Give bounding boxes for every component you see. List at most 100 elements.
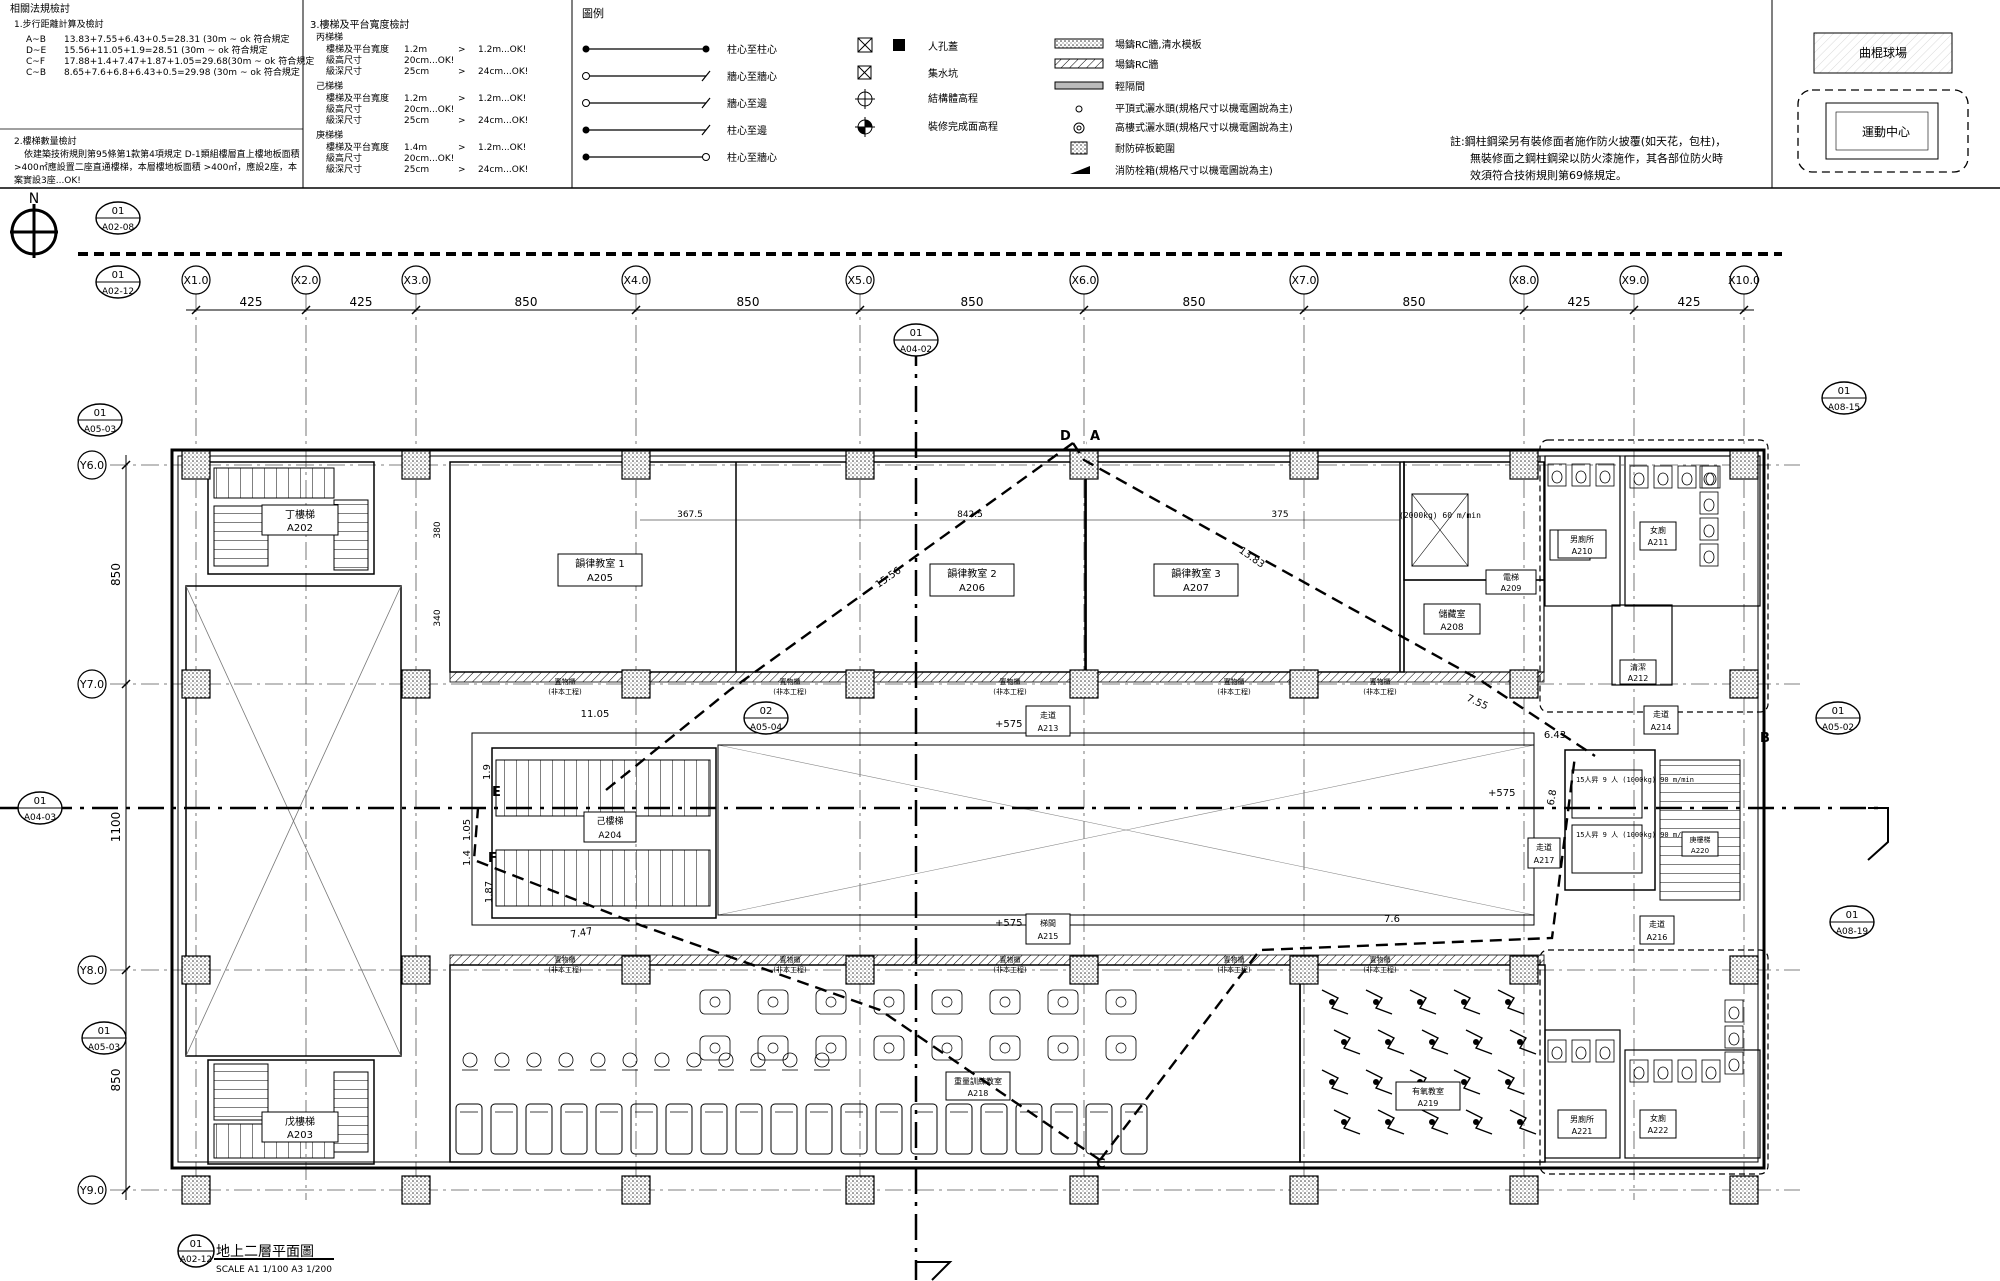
stair-row-result: 1.2m...OK! (478, 45, 526, 55)
shelf-label: 置物櫃 (555, 677, 576, 686)
exercise-machine (462, 1052, 478, 1068)
weight-machine (699, 1035, 731, 1061)
callout-sheet: A05-03 (84, 425, 116, 435)
atrium: 己樓梯 A204 走道 A213 梯間 A215 +575 +575 +575 (471, 705, 1535, 945)
escalator-stair (491, 747, 717, 919)
grid-bubble (401, 265, 431, 295)
grid-label-x: X6.0 (1071, 274, 1096, 287)
toilet-icon (1728, 1058, 1740, 1072)
spin-bike (1409, 989, 1437, 1015)
rc-fair-face-swatch (1054, 38, 1104, 49)
callout-sheet: A02-12 (102, 287, 134, 297)
stair-row-op: > (458, 116, 466, 126)
keyplan-building (1825, 102, 1939, 160)
room-code: A213 (1038, 724, 1059, 733)
structural-column (401, 955, 431, 985)
dim-tick (121, 1185, 131, 1195)
egress-distance: 13.83 (1237, 545, 1267, 570)
stairs-title: 3.樓梯及平台寬度檢討 (310, 18, 410, 31)
stair-row-key: 級深尺寸 (326, 65, 362, 77)
weight-machine (815, 989, 847, 1015)
structural-column (845, 1175, 875, 1205)
legend-dim-end-icon (702, 45, 710, 53)
key-plan: 曲棍球場 運動中心 (1797, 32, 1969, 173)
toilet-stall (1701, 1059, 1721, 1083)
shelf-label: 置物櫃 (1000, 955, 1021, 964)
legend-symbol-label: 人孔蓋 (928, 41, 958, 53)
egress-point-label: A (1090, 429, 1100, 444)
room-code: A206 (959, 583, 985, 594)
weight-machine (1047, 989, 1079, 1015)
dim-text: 1100 (109, 812, 123, 843)
pendent-sprinkler-icon (1075, 105, 1083, 113)
structural-column (845, 669, 875, 699)
egress-point-label: F (488, 851, 497, 866)
legend-dim-end-icon (701, 124, 711, 136)
level-mark: +575 (1488, 788, 1515, 799)
egress-distance: 1.9 (482, 764, 493, 780)
stair-wu: 戊樓梯 A203 (207, 1059, 375, 1165)
dim-text: 380 (433, 521, 443, 538)
callout-number: 01 (98, 1026, 111, 1037)
treadmill (735, 1103, 763, 1155)
treadmill (945, 1103, 973, 1155)
treadmill (490, 1103, 518, 1155)
treadmill (525, 1103, 553, 1155)
dim-tick (301, 305, 311, 315)
keyplan-boundary (1797, 89, 1969, 173)
rc-wall-swatch (1054, 58, 1104, 69)
grid-label-y: Y7.0 (79, 678, 104, 691)
shelf-label: 置物櫃 (1000, 677, 1021, 686)
structural-column (401, 1175, 431, 1205)
treadmill (665, 1103, 693, 1155)
callout-number: 01 (1838, 386, 1851, 397)
shelf-label: 置物櫃 (780, 677, 801, 686)
legend-symbol-label: 結構體高程 (928, 92, 978, 105)
grid-label-x: X7.0 (1291, 274, 1316, 287)
shelf-note: (非本工程) (1217, 687, 1251, 696)
structural-column (1069, 450, 1099, 480)
dim-tick (191, 305, 201, 315)
toilet-stall (1699, 491, 1719, 515)
structural-column (181, 1175, 211, 1205)
dim-tick (1299, 305, 1309, 315)
shelf-note: (非本工程) (773, 965, 807, 974)
callout-number: 01 (34, 796, 47, 807)
legend-material-label: 平頂式灑水頭(規格尺寸以機電圖說為主) (1115, 102, 1293, 115)
title-ref-number: 01 (190, 1239, 203, 1250)
room-code: A207 (1183, 583, 1209, 594)
spin-bike (1321, 989, 1349, 1015)
legend-material-label: 消防栓箱(規格尺寸以機電圖說為主) (1115, 164, 1273, 177)
toilet-stall (1547, 463, 1567, 487)
hydrant-icon (1070, 166, 1090, 174)
room-code: A221 (1572, 1127, 1593, 1136)
egress-distance: 15.56 (874, 565, 904, 590)
title-ref-sheet: A02-12 (180, 1255, 212, 1265)
legend-dim-label: 牆心至牆心 (727, 70, 777, 83)
drawing-title-text: 地上二層平面圖 (216, 1244, 314, 1260)
structural-column (181, 955, 211, 985)
dim-text: 340 (433, 609, 443, 626)
weight-machine (757, 989, 789, 1015)
regs-sub2: 2.樓梯數量檢討 (14, 135, 77, 147)
weight-machine (1105, 989, 1137, 1015)
toilet-stall (1595, 463, 1615, 487)
regs-row-value: 15.56+11.05+1.9=28.51 (30m ~ ok 符合規定 (64, 44, 268, 56)
stair-row-op: > (458, 165, 466, 175)
dim-tick (631, 305, 641, 315)
spin-bike (1377, 1029, 1405, 1055)
room-name: 己樓梯 (596, 815, 623, 827)
stair-row-value: 1.2m (404, 45, 427, 55)
grid-label-y: Y6.0 (79, 459, 104, 472)
shelf-note: (非本工程) (1363, 687, 1397, 696)
shelf-label: 置物櫃 (555, 955, 576, 964)
weight-machine (931, 1035, 963, 1061)
room-name: 有氧教室 (1412, 1086, 1444, 1096)
toilet-icon (1728, 1032, 1740, 1046)
remark-line: 無裝修面之鋼柱鋼梁以防火漆施作，其各部位防火時 (1470, 151, 1723, 165)
room-name: 重量訓練教室 (954, 1076, 1002, 1086)
stair-row-op: > (458, 94, 466, 104)
upright-sprinkler-icon (1073, 122, 1085, 134)
